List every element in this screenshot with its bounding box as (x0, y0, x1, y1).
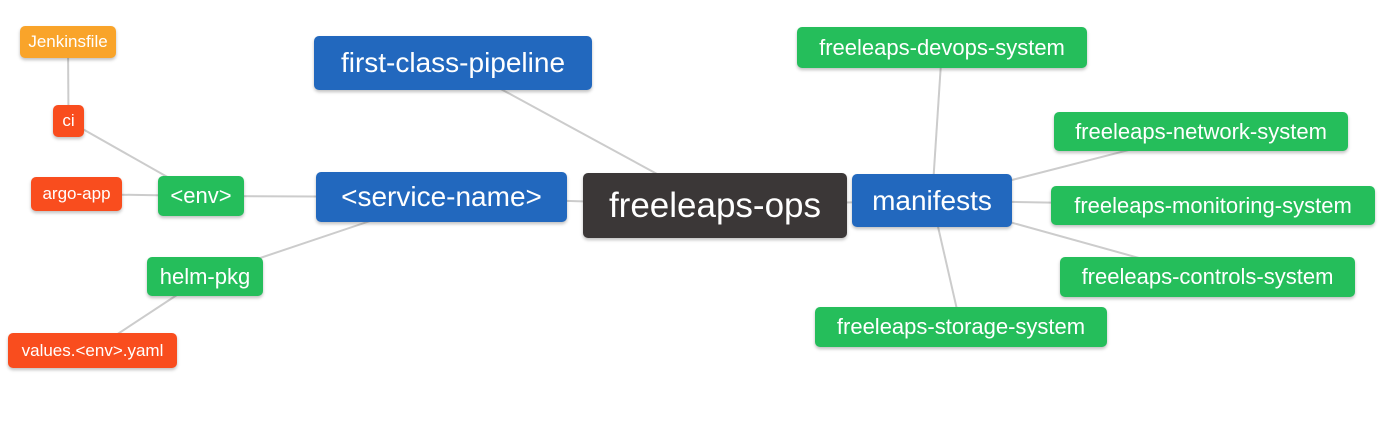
node-env[interactable]: <env> (158, 176, 244, 216)
node-freeleaps-storage-system[interactable]: freeleaps-storage-system (815, 307, 1107, 347)
node-freeleaps-ops[interactable]: freeleaps-ops (583, 173, 847, 238)
node-first-class-pipeline[interactable]: first-class-pipeline (314, 36, 592, 90)
node-helm-pkg[interactable]: helm-pkg (147, 257, 263, 296)
node-freeleaps-controls-system[interactable]: freeleaps-controls-system (1060, 257, 1355, 297)
node-freeleaps-monitoring-system[interactable]: freeleaps-monitoring-system (1051, 186, 1375, 225)
node-argo-app[interactable]: argo-app (31, 177, 122, 211)
node-freeleaps-devops-system[interactable]: freeleaps-devops-system (797, 27, 1087, 68)
node-freeleaps-network-system[interactable]: freeleaps-network-system (1054, 112, 1348, 151)
node-service-name[interactable]: <service-name> (316, 172, 567, 222)
node-jenkinsfile[interactable]: Jenkinsfile (20, 26, 116, 58)
node-manifests[interactable]: manifests (852, 174, 1012, 227)
node-ci[interactable]: ci (53, 105, 84, 137)
node-values-env-yaml[interactable]: values.<env>.yaml (8, 333, 177, 368)
